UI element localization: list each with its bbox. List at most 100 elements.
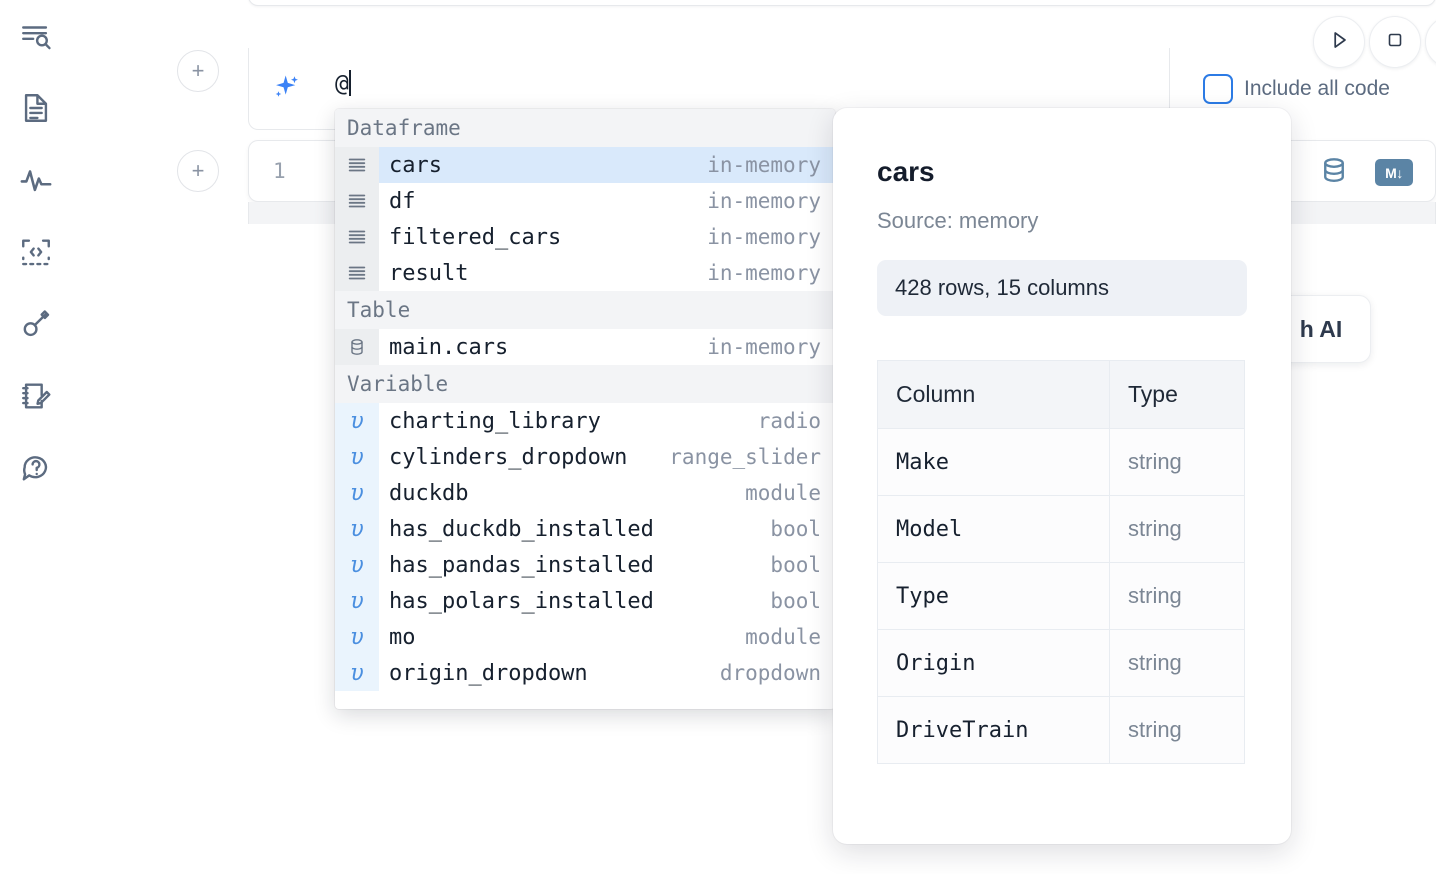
column-name-cell: Make xyxy=(877,428,1110,496)
autocomplete-item-type: range_slider xyxy=(669,445,821,469)
autocomplete-item[interactable]: filtered_cars in-memory xyxy=(335,219,835,255)
dataframe-icon xyxy=(335,183,379,219)
autocomplete-group-header: Dataframe xyxy=(335,109,835,147)
autocomplete-item[interactable]: result in-memory xyxy=(335,255,835,291)
column-name-cell: DriveTrain xyxy=(877,696,1110,764)
code-snippet-icon xyxy=(19,235,53,269)
autocomplete-item[interactable]: υ has_duckdb_installed bool xyxy=(335,511,835,547)
info-panel-shape: 428 rows, 15 columns xyxy=(877,260,1247,316)
autocomplete-item-type: in-memory xyxy=(707,153,821,177)
document-icon xyxy=(19,91,53,125)
autocomplete-group-header: Variable xyxy=(335,365,835,403)
autocomplete-item-type: bool xyxy=(770,517,821,541)
variable-icon: υ xyxy=(335,655,379,691)
include-all-code-toggle[interactable]: Include all code xyxy=(1203,74,1390,104)
dataframe-icon xyxy=(335,219,379,255)
markdown-icon[interactable]: M↓ xyxy=(1375,159,1413,186)
run-cell-button[interactable] xyxy=(1313,16,1365,68)
autocomplete-item-type: bool xyxy=(770,553,821,577)
sparkles-icon xyxy=(271,72,303,104)
markdown-badge-letter: M xyxy=(1385,164,1397,181)
table-header-cell: Column xyxy=(877,360,1110,429)
autocomplete-item-name: df xyxy=(389,188,416,214)
column-type-cell: string xyxy=(1109,629,1245,697)
autocomplete-item-name: duckdb xyxy=(389,480,469,506)
table-db-icon xyxy=(335,329,379,365)
text-caret xyxy=(349,70,352,96)
autocomplete-item-type: in-memory xyxy=(707,225,821,249)
autocomplete-item-type: in-memory xyxy=(707,189,821,213)
key-icon xyxy=(19,307,53,341)
cell-action-icons: M↓ xyxy=(1319,155,1413,190)
sidebar-item-secrets[interactable] xyxy=(14,302,58,346)
add-cell-button-bottom[interactable]: + xyxy=(177,150,219,192)
info-panel-title: cars xyxy=(877,156,935,187)
variable-icon: υ xyxy=(335,439,379,475)
search-files-icon xyxy=(19,19,53,53)
column-name-cell: Type xyxy=(877,562,1110,630)
database-icon[interactable] xyxy=(1319,155,1349,190)
stop-cell-button[interactable] xyxy=(1369,16,1421,68)
variable-icon: υ xyxy=(335,547,379,583)
autocomplete-item-name: mo xyxy=(389,624,416,650)
autocomplete-item[interactable]: df in-memory xyxy=(335,183,835,219)
sidebar-item-document[interactable] xyxy=(14,86,58,130)
autocomplete-item[interactable]: main.cars in-memory xyxy=(335,329,835,365)
ai-prompt-input[interactable]: @ xyxy=(335,70,352,97)
table-header-cell: Type xyxy=(1109,360,1245,429)
variable-icon: υ xyxy=(335,511,379,547)
generate-with-ai-label: h AI xyxy=(1299,315,1343,342)
previous-cell-fragment xyxy=(248,0,1436,6)
autocomplete-item[interactable]: cars in-memory xyxy=(335,147,835,183)
sidebar-item-scratchpad[interactable] xyxy=(14,374,58,418)
autocomplete-item-name: main.cars xyxy=(389,334,509,360)
autocomplete-item-type: in-memory xyxy=(707,335,821,359)
add-cell-button-top[interactable]: + xyxy=(177,50,219,92)
autocomplete-item-type: in-memory xyxy=(707,261,821,285)
activity-icon xyxy=(19,163,53,197)
completion-info-panel: cars Source: memory 428 rows, 15 columns… xyxy=(833,108,1291,844)
autocomplete-item-type: module xyxy=(745,481,821,505)
autocomplete-item-name: result xyxy=(389,260,469,286)
column-name-cell: Model xyxy=(877,495,1110,563)
scratchpad-icon xyxy=(19,379,53,413)
sidebar-item-snippets[interactable] xyxy=(14,230,58,274)
column-type-cell: string xyxy=(1109,562,1245,630)
sidebar-item-help[interactable] xyxy=(14,446,58,490)
include-all-code-label: Include all code xyxy=(1244,77,1390,100)
autocomplete-item-name: origin_dropdown xyxy=(389,660,588,686)
autocomplete-item-type: module xyxy=(745,625,821,649)
checkbox-icon[interactable] xyxy=(1203,74,1233,104)
autocomplete-item-type: bool xyxy=(770,589,821,613)
sidebar-item-activity[interactable] xyxy=(14,158,58,202)
plus-icon: + xyxy=(191,158,205,183)
chat-help-icon xyxy=(19,451,53,485)
autocomplete-item-name: filtered_cars xyxy=(389,224,562,250)
autocomplete-item-type: radio xyxy=(757,409,821,433)
play-icon xyxy=(1326,27,1352,58)
autocomplete-item[interactable]: υ has_polars_installed bool xyxy=(335,583,835,619)
dataframe-icon xyxy=(335,255,379,291)
square-stop-icon xyxy=(1383,28,1407,57)
column-name-cell: Origin xyxy=(877,629,1110,697)
sidebar-item-search-files[interactable] xyxy=(14,14,58,58)
more-actions-button[interactable] xyxy=(1425,16,1436,68)
variable-icon: υ xyxy=(335,583,379,619)
autocomplete-item-name: has_duckdb_installed xyxy=(389,516,654,542)
line-number: 1 xyxy=(273,159,286,183)
plus-icon: + xyxy=(191,58,205,83)
column-type-cell: string xyxy=(1109,495,1245,563)
autocomplete-item-name: cars xyxy=(389,152,442,178)
autocomplete-item-name: has_polars_installed xyxy=(389,588,654,614)
info-panel-source: Source: memory xyxy=(877,208,1039,233)
